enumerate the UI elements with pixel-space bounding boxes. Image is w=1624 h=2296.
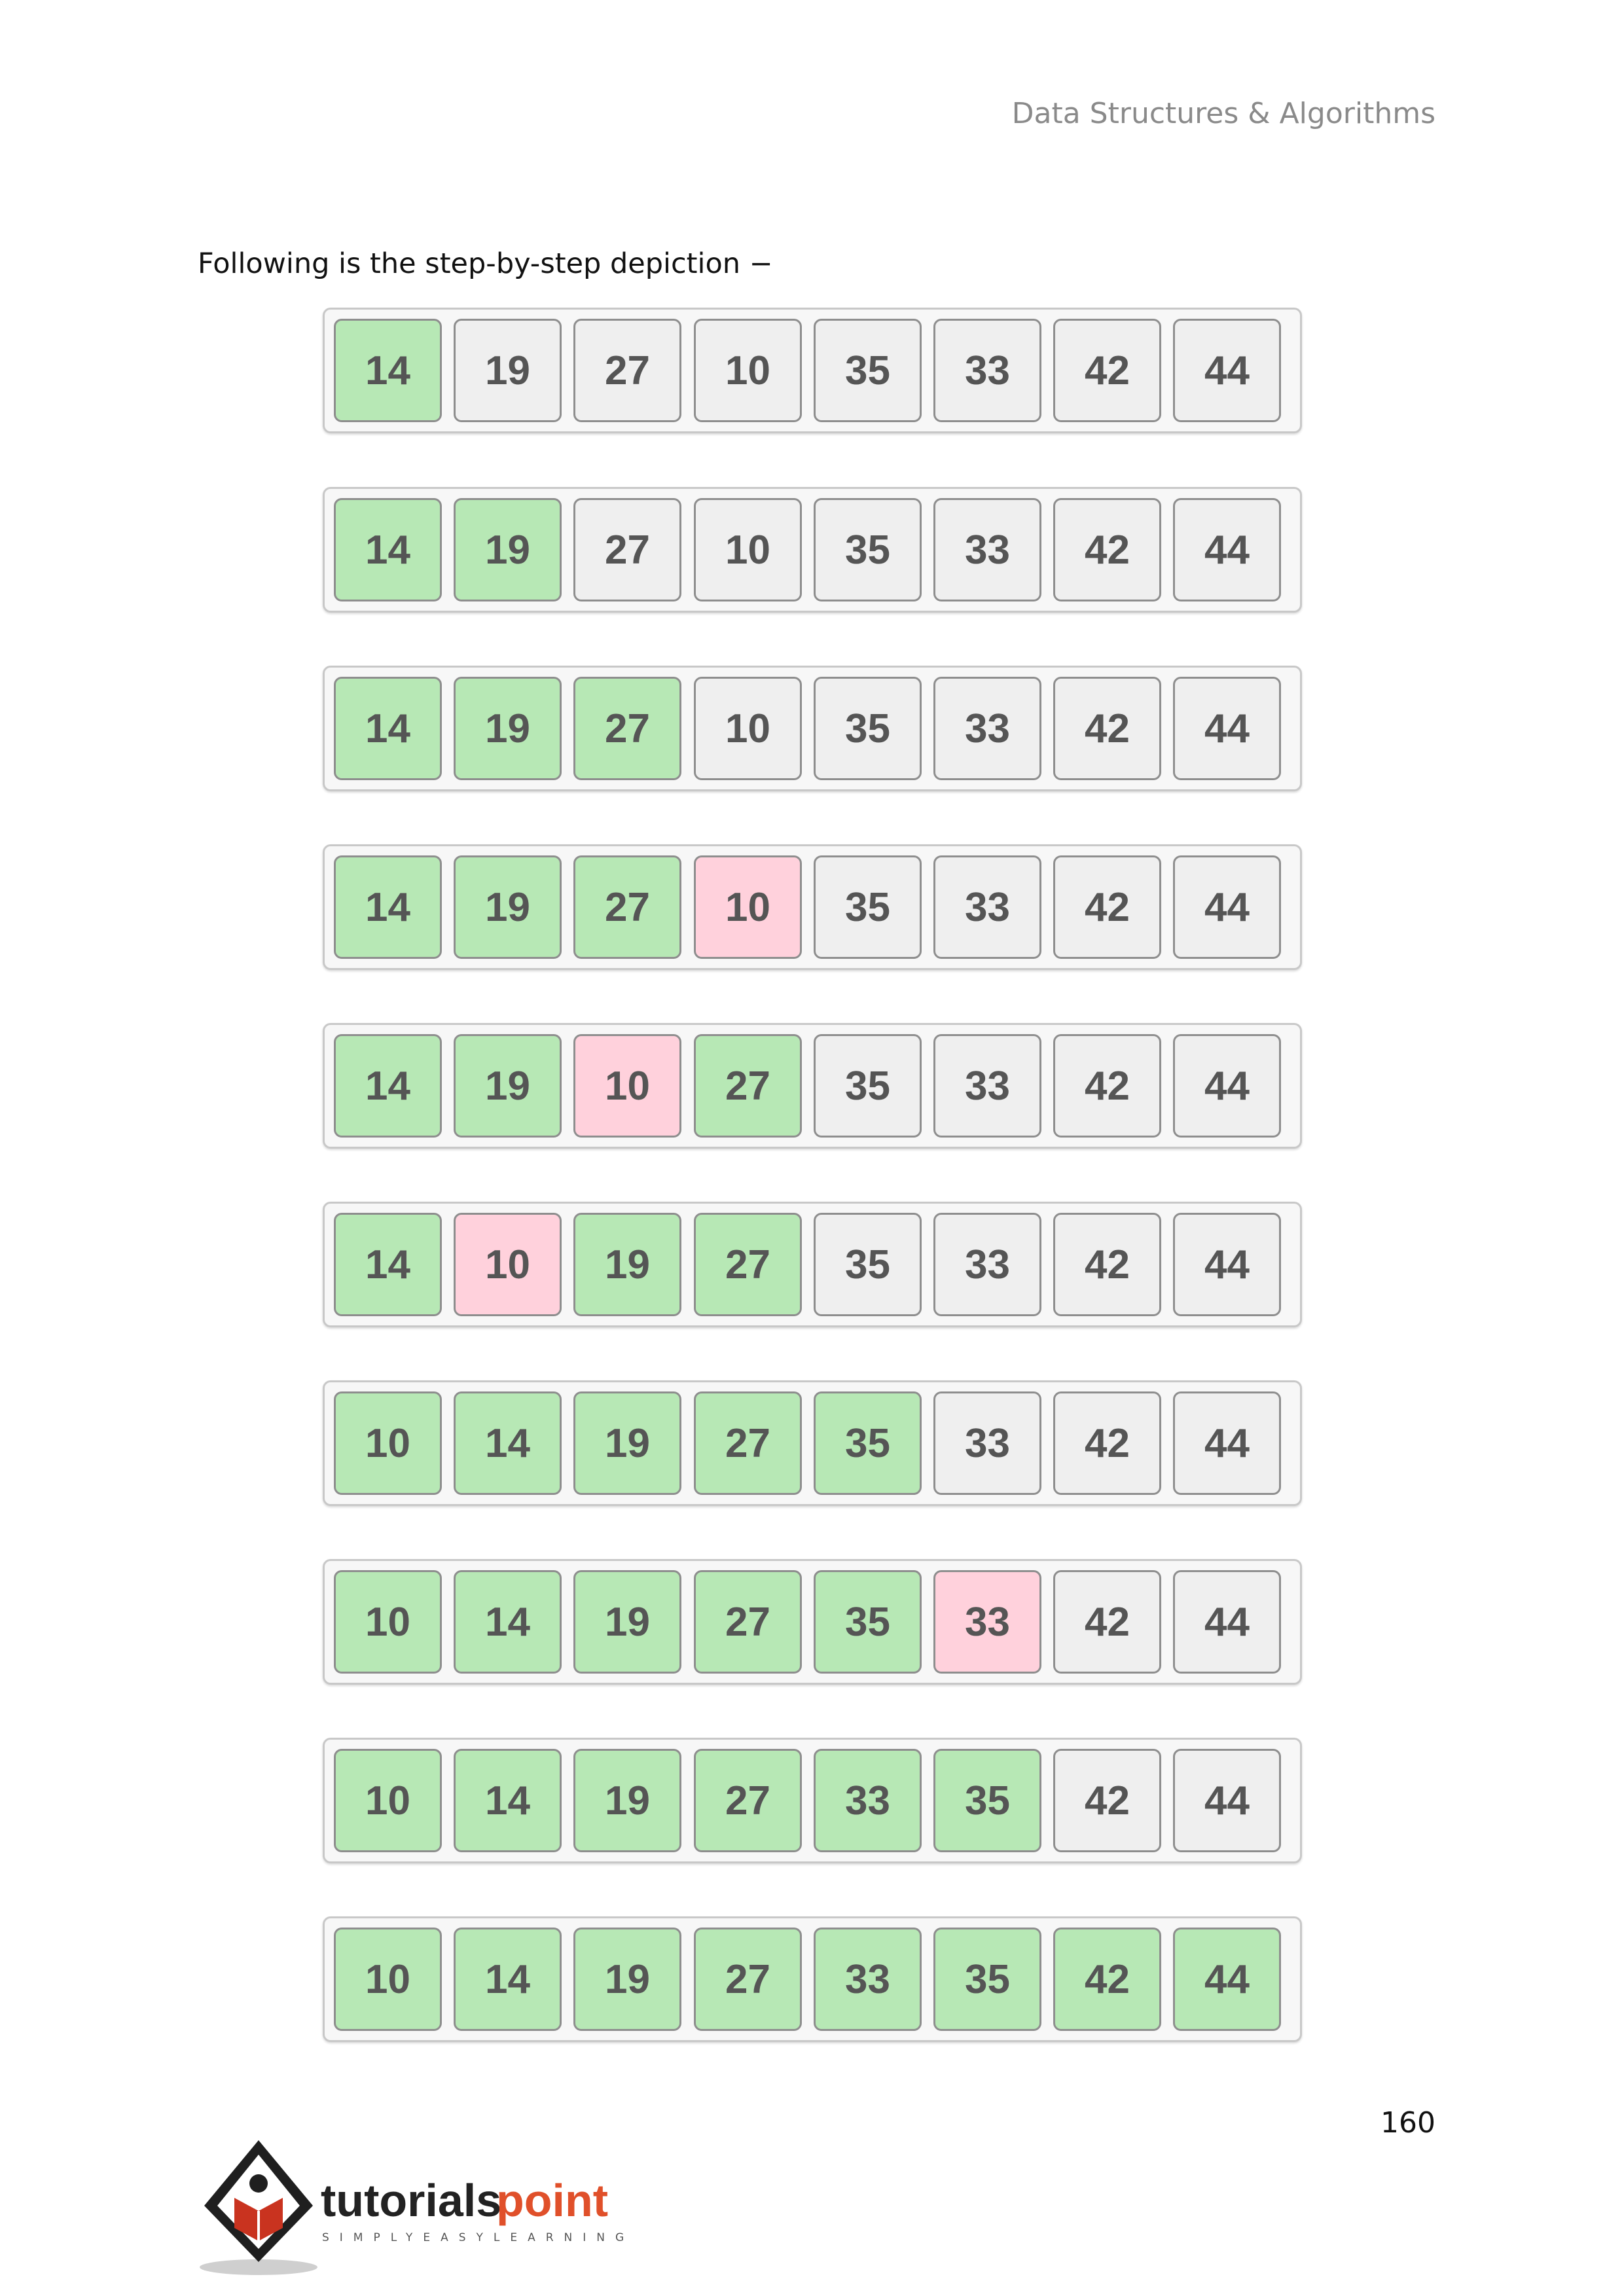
array-cell: 35 (933, 1928, 1041, 2031)
page-number: 160 (1380, 2106, 1435, 2140)
array-cell: 14 (454, 1749, 562, 1852)
array-cell: 14 (454, 1928, 562, 2031)
logo-text-tutorials: tutorials (321, 2175, 501, 2226)
array-cell: 27 (573, 677, 681, 780)
array-cell: 44 (1173, 855, 1281, 959)
array-cell: 42 (1053, 855, 1161, 959)
array-cell: 33 (933, 498, 1041, 601)
array-cell: 42 (1053, 1391, 1161, 1495)
array-cell: 42 (1053, 1749, 1161, 1852)
array-cell: 44 (1173, 1034, 1281, 1138)
array-cell: 14 (334, 1034, 442, 1138)
array-cell: 19 (573, 1928, 681, 2031)
array-cell: 35 (814, 1034, 922, 1138)
array-cell: 10 (573, 1034, 681, 1138)
array-cell: 10 (694, 319, 802, 422)
array-cell: 33 (933, 1570, 1041, 1674)
array-cell: 14 (334, 677, 442, 780)
array-cell: 35 (814, 1213, 922, 1316)
array-cell: 33 (933, 855, 1041, 959)
array-cell: 10 (694, 855, 802, 959)
array-cell: 35 (814, 498, 922, 601)
array-cell: 42 (1053, 1928, 1161, 2031)
array-cell: 27 (694, 1749, 802, 1852)
array-cell: 33 (933, 1034, 1041, 1138)
array-cell: 35 (814, 855, 922, 959)
array-cell: 33 (933, 1391, 1041, 1495)
array-cell: 14 (334, 855, 442, 959)
array-cell: 19 (573, 1391, 681, 1495)
array-cell: 27 (573, 855, 681, 959)
page-header-title: Data Structures & Algorithms (1011, 97, 1435, 130)
array-cell: 27 (694, 1391, 802, 1495)
array-cell: 10 (334, 1749, 442, 1852)
array-cell: 33 (814, 1749, 922, 1852)
array-cell: 27 (573, 498, 681, 601)
array-cell: 42 (1053, 498, 1161, 601)
array-cell: 27 (694, 1928, 802, 2031)
array-cell: 27 (694, 1213, 802, 1316)
array-cell: 44 (1173, 1570, 1281, 1674)
array-cell: 19 (454, 855, 562, 959)
array-cell: 19 (454, 319, 562, 422)
array-cell: 14 (454, 1391, 562, 1495)
array-cell: 33 (933, 1213, 1041, 1316)
tutorialspoint-logo: tutorials point SIMPLYEASYLEARNING (200, 2140, 634, 2275)
array-cell: 10 (454, 1213, 562, 1316)
array-cell: 27 (694, 1034, 802, 1138)
array-cell: 42 (1053, 1034, 1161, 1138)
array-cell: 42 (1053, 319, 1161, 422)
array-cell: 10 (334, 1391, 442, 1495)
array-cell: 44 (1173, 498, 1281, 601)
array-cell: 10 (694, 498, 802, 601)
array-cell: 33 (933, 677, 1041, 780)
array-cell: 35 (933, 1749, 1041, 1852)
logo-tagline: SIMPLYEASYLEARNING (322, 2231, 634, 2244)
array-cell: 19 (454, 498, 562, 601)
array-cell: 10 (334, 1928, 442, 2031)
array-cell: 19 (573, 1749, 681, 1852)
array-cell: 19 (454, 1034, 562, 1138)
array-cell: 42 (1053, 677, 1161, 780)
array-cell: 35 (814, 1570, 922, 1674)
array-cell: 27 (694, 1570, 802, 1674)
array-cell: 19 (573, 1213, 681, 1316)
array-cell: 33 (933, 319, 1041, 422)
intro-text: Following is the step-by-step depiction … (198, 247, 773, 280)
array-cell: 35 (814, 1391, 922, 1495)
array-cell: 19 (454, 677, 562, 780)
array-cell: 19 (573, 1570, 681, 1674)
array-cell: 14 (454, 1570, 562, 1674)
array-cell: 44 (1173, 319, 1281, 422)
array-cell: 44 (1173, 677, 1281, 780)
array-cell: 44 (1173, 1928, 1281, 2031)
array-cell: 10 (694, 677, 802, 780)
array-cell: 42 (1053, 1213, 1161, 1316)
array-cell: 14 (334, 1213, 442, 1316)
array-cell: 35 (814, 677, 922, 780)
logo-text-point: point (496, 2175, 608, 2226)
array-cell: 27 (573, 319, 681, 422)
array-cell: 44 (1173, 1213, 1281, 1316)
array-cell: 35 (814, 319, 922, 422)
array-cell: 10 (334, 1570, 442, 1674)
array-cell: 44 (1173, 1749, 1281, 1852)
array-cell: 14 (334, 498, 442, 601)
array-cell: 33 (814, 1928, 922, 2031)
array-cell: 44 (1173, 1391, 1281, 1495)
array-cell: 42 (1053, 1570, 1161, 1674)
array-cell: 14 (334, 319, 442, 422)
